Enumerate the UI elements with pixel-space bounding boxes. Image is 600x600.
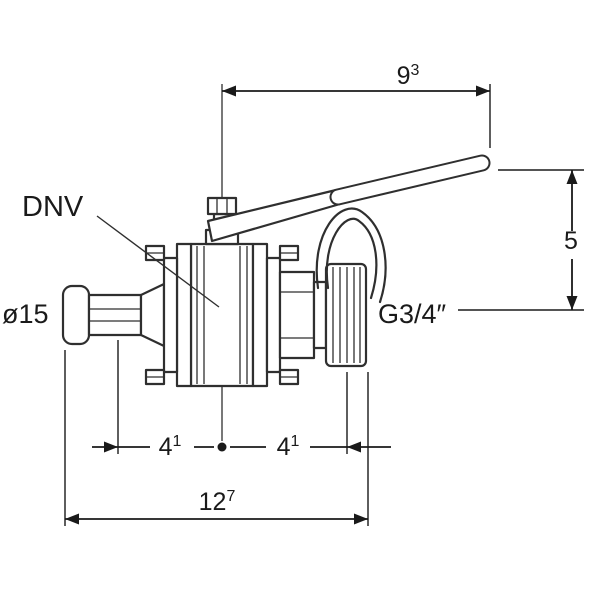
arrow-right-icon: [104, 441, 118, 453]
valve-body: [144, 242, 300, 388]
dimension-top-width: 93: [222, 62, 491, 148]
labels: DNV ø15 G3/4″: [2, 191, 447, 329]
leader-line: [96, 215, 220, 308]
dimension-bottom-halves: 41 41: [92, 340, 391, 461]
dim-bottom-left-text: 41: [159, 433, 182, 461]
valve-assembly: [61, 154, 491, 388]
arrow-right-icon: [476, 85, 490, 97]
outlet-adapter: [278, 270, 328, 360]
arrow-left-icon: [222, 85, 236, 97]
right-connection-label: G3/4″: [378, 299, 447, 329]
left-connection-label: ø15: [2, 299, 49, 329]
dimension-right-height: 5: [458, 169, 584, 311]
arrow-up-icon: [566, 170, 578, 184]
cap-strap: [315, 207, 387, 304]
dim-overall-width-text: 127: [199, 488, 236, 516]
dim-right-height-text: 5: [564, 227, 578, 255]
arrow-right-icon: [354, 513, 368, 525]
dim-bottom-right-text: 41: [277, 433, 300, 461]
dimension-overall-width: 127: [64, 350, 369, 526]
dim-top-width-text: 93: [397, 62, 420, 90]
stem-nut: [206, 196, 238, 216]
press-fitting: [61, 282, 166, 348]
center-point-marker: [217, 442, 227, 452]
outlet-cap: [324, 262, 368, 368]
arrow-left-icon: [65, 513, 79, 525]
arrow-down-icon: [566, 296, 578, 310]
part-label-dnv: DNV: [22, 191, 84, 223]
lever-handle: [206, 154, 491, 243]
